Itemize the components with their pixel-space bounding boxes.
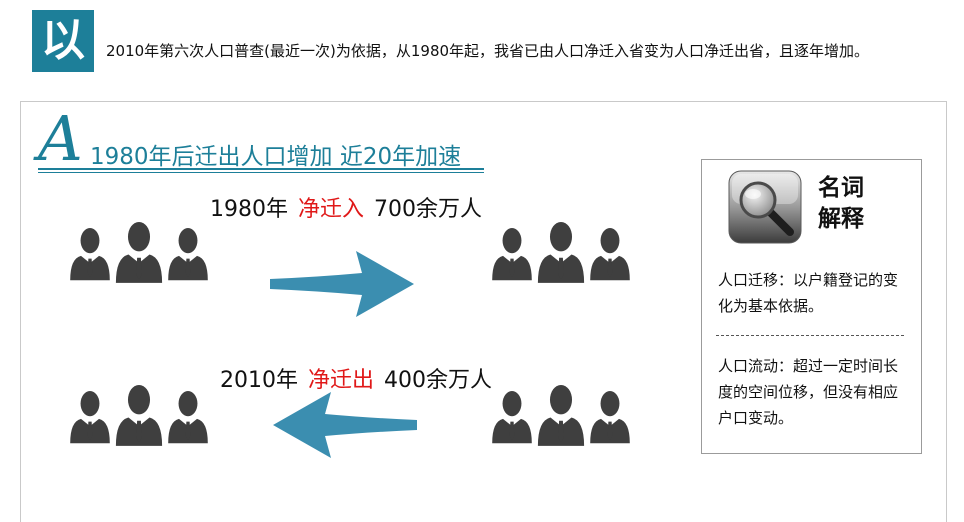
people-group-icon [480,385,650,451]
flow-label-2010: 2010年净迁出 400余万人 [220,362,492,394]
title-underline-thin [38,172,484,173]
people-group-icon [480,222,650,288]
section-title: 1980年后迁出人口增加 近20年加速 [90,144,462,170]
section-letter: A [38,102,83,175]
definition-mobility: 人口流动：超过一定时间长度的空间位移，但没有相应户口变动。 [718,357,899,427]
flow-label-1980: 1980年净迁入 700余万人 [210,191,482,223]
flow-year: 2010年 [220,368,298,393]
intro-text: 2010年第六次人口普查(最近一次)为依据，从1980年起，我省已由人口净迁入省… [106,42,870,60]
glossary-divider [716,335,904,336]
flow-amount: 700余万人 [374,197,483,222]
arrow-right-icon [270,251,414,317]
title-underline [38,168,484,170]
glossary-title-line: 解释 [818,205,864,232]
people-group-icon [58,222,228,288]
flow-type: 净迁入 [298,197,365,222]
flow-year: 1980年 [210,197,288,222]
header-badge: 以 [32,10,94,72]
glossary-title: 名词 解释 [818,172,878,234]
flow-amount: 400余万人 [384,368,493,393]
glossary-title-line: 名词 [818,174,864,201]
flow-type: 净迁出 [308,368,375,393]
arrow-left-icon [273,392,417,458]
magnifier-icon [728,170,802,244]
definition-migration: 人口迁移：以户籍登记的变化为基本依据。 [718,271,899,315]
people-group-icon [58,385,228,451]
